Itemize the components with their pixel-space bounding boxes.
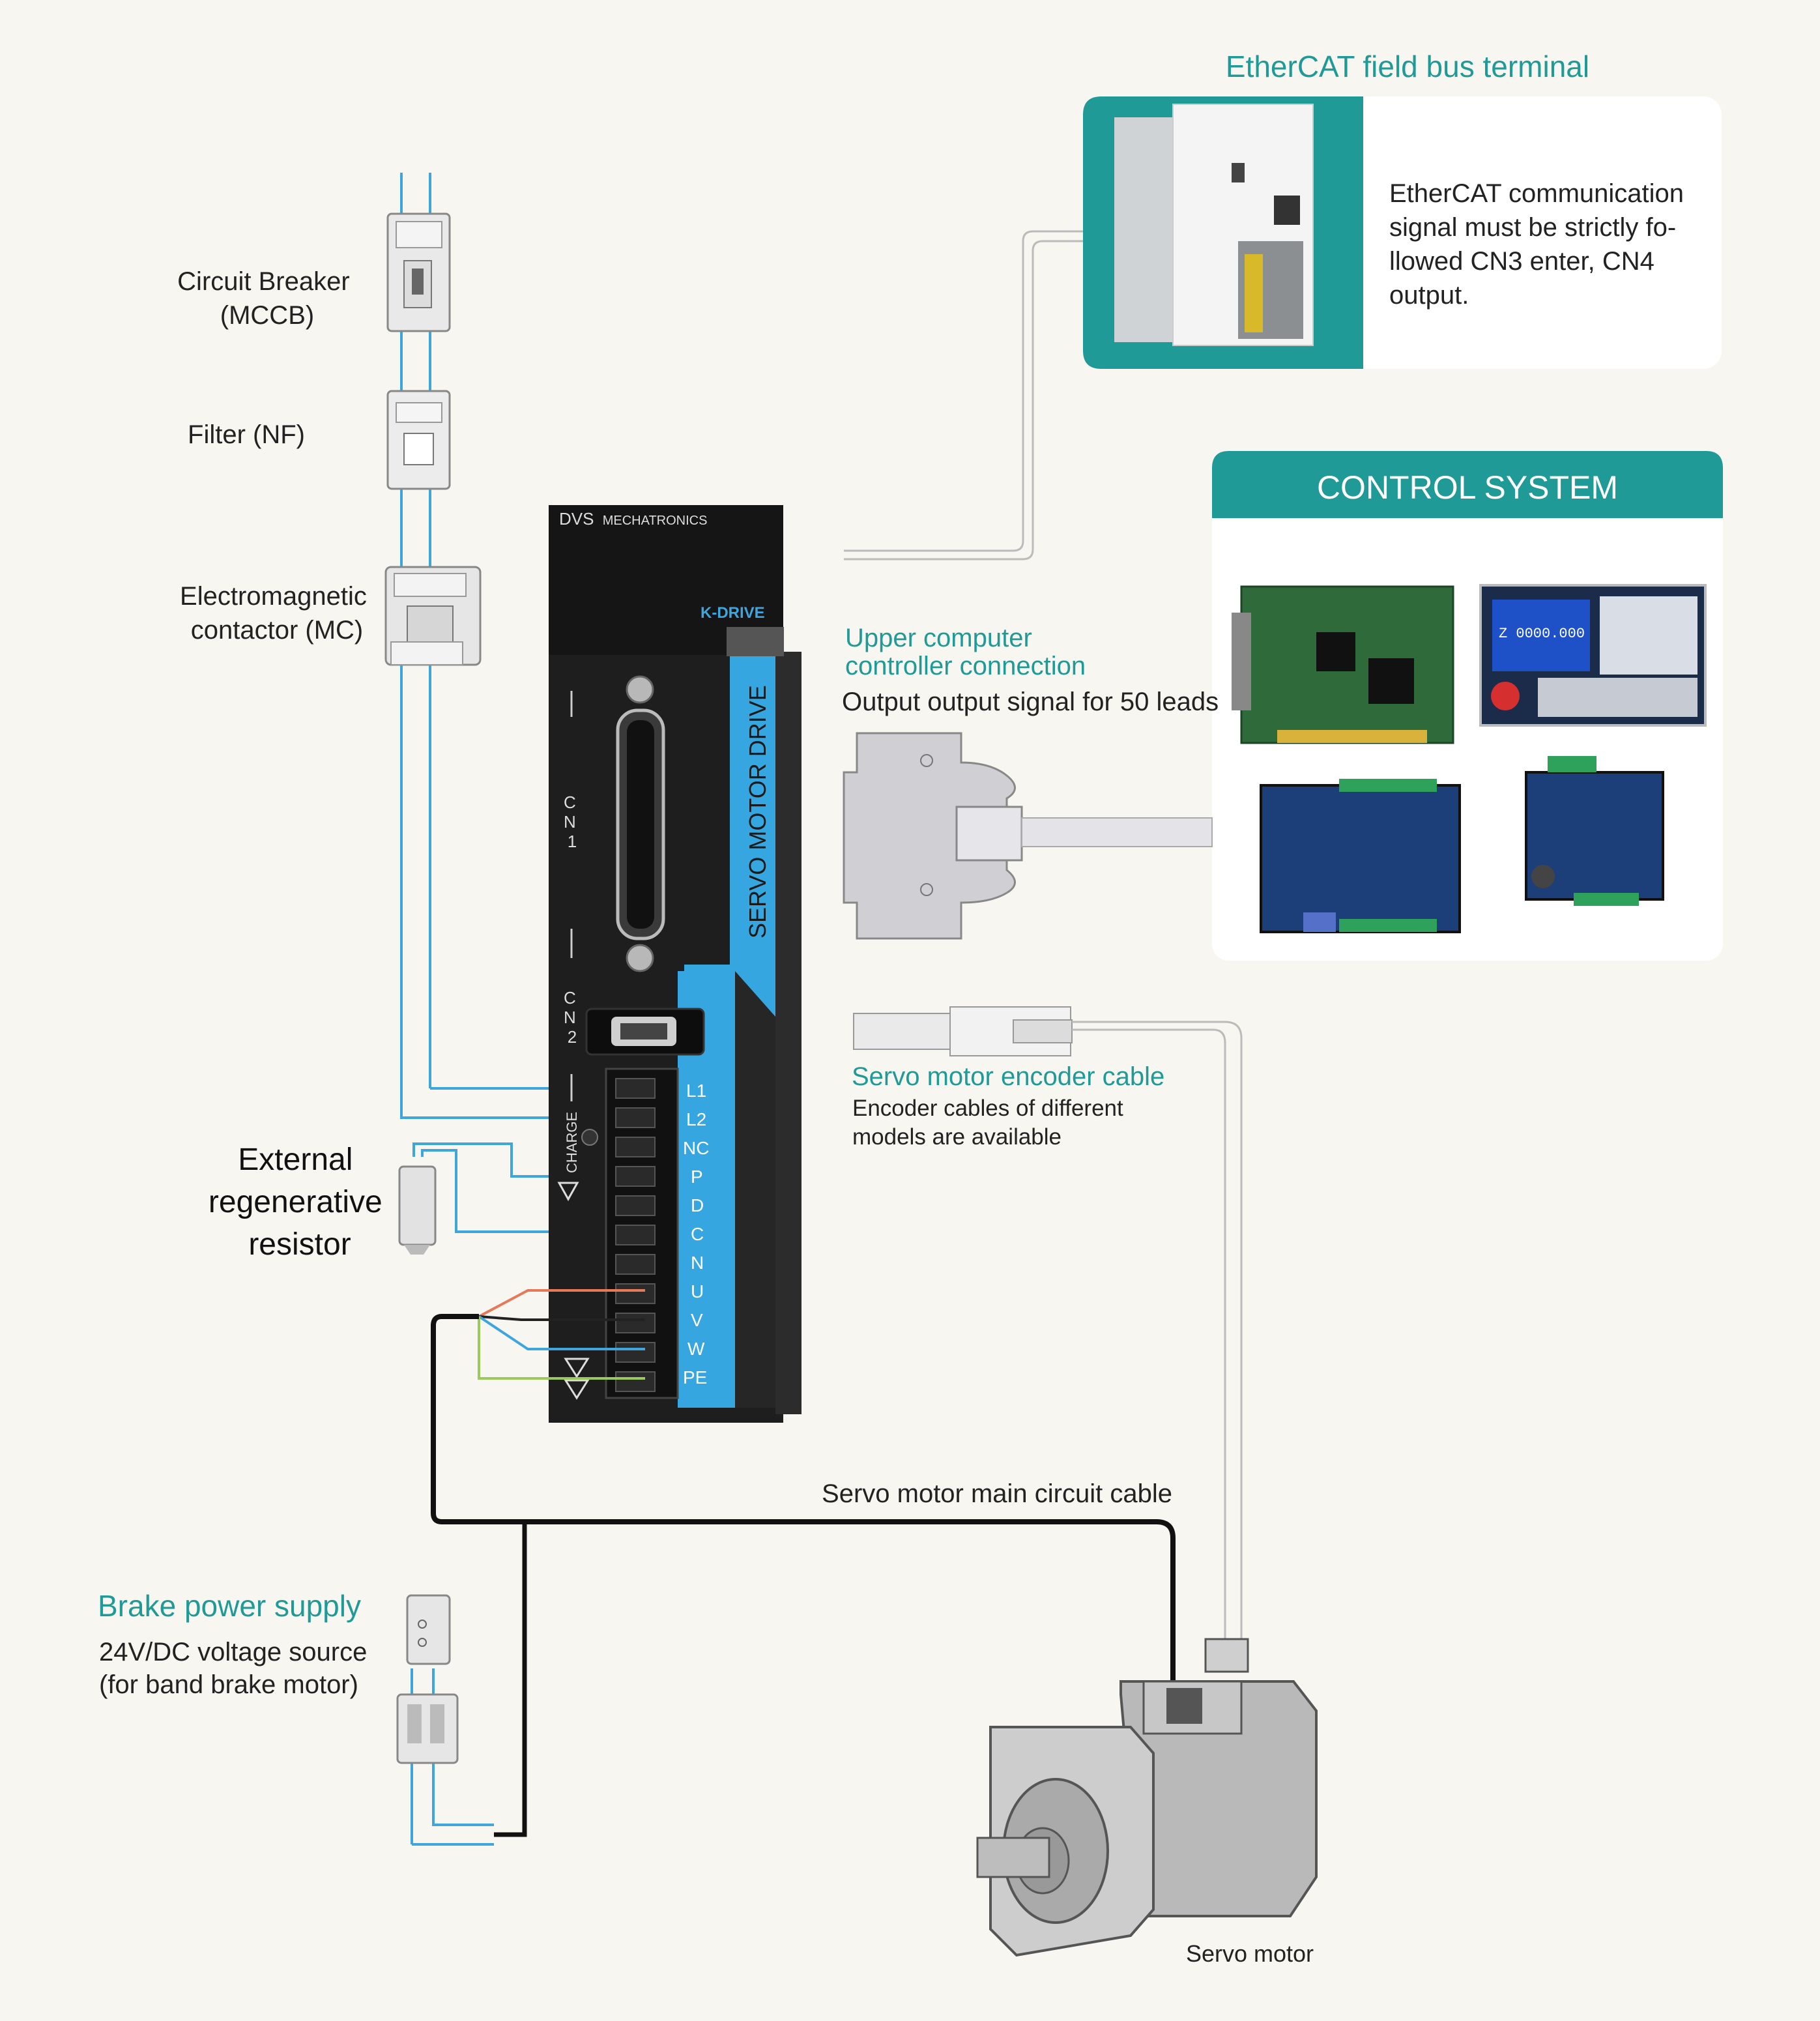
terminal-n: N: [691, 1253, 704, 1273]
plc-board-icon: [1525, 756, 1664, 906]
terminal-p: P: [691, 1167, 703, 1187]
brake-supply-icon: [406, 1594, 451, 1665]
encoder-desc-line2: models are available: [852, 1124, 1062, 1150]
servo-motor-icon: [976, 1638, 1318, 1957]
terminal-w: W: [687, 1339, 705, 1359]
servo-drive: DVS MECHATRONICS K-DRIVE SERVO MOTOR DRI…: [549, 505, 802, 1423]
breaker-label-line2: (MCCB): [220, 301, 314, 330]
ethercat-title: EtherCAT field bus terminal: [1226, 50, 1589, 83]
encoder-cable: [1072, 1021, 1243, 1649]
brake-switch-icon: [396, 1693, 459, 1764]
svg-text:24V/DC voltage source (for: 24V/DC voltage source (for band brake mo…: [99, 1638, 374, 1699]
cn2-label-2: 2: [568, 1027, 577, 1047]
breaker-label-line1: Circuit Breaker: [177, 267, 350, 296]
svg-text:C N 1: C N 1: [564, 792, 581, 851]
ethercat-cable: [844, 230, 1083, 560]
ethercat-terminal-icon: [1114, 104, 1314, 346]
resistor-label-line2: regenerative: [209, 1185, 383, 1219]
charge-label: CHARGE: [564, 1112, 580, 1173]
resistor-label-line1: External: [238, 1142, 353, 1177]
cnc-controller-icon: Z 0000.000: [1479, 584, 1707, 727]
svg-text:DVS MECHATRONICS: DVS MECHATRONICS: [559, 509, 707, 529]
svg-text:Upper computer controller: Upper computer controller connection: [845, 624, 1086, 680]
drive-side-label: SERVO MOTOR DRIVE: [744, 685, 771, 938]
svg-text:Electromagnetic contactor: Electromagnetic contactor (MC): [180, 582, 374, 645]
cn2-connector-icon: [585, 1008, 705, 1056]
drive-model: K-DRIVE: [701, 604, 765, 622]
filter-icon: [386, 390, 451, 490]
brake-cable: [494, 1522, 527, 1837]
cn2-label-n: N: [564, 1008, 576, 1027]
filter-label: Filter (NF): [188, 420, 305, 449]
resistor-label-line3: resistor: [248, 1227, 351, 1262]
terminal-c: C: [691, 1224, 704, 1244]
cn1-label-c: C: [564, 792, 576, 812]
motion-controller-board-icon: [1260, 779, 1461, 933]
upper-computer-title-line2: controller connection: [845, 652, 1086, 680]
cn1-plug-icon: [843, 732, 1213, 940]
main-cable-label: Servo motor main circuit cable: [822, 1479, 1172, 1508]
main-circuit-cable: [431, 1314, 1176, 1698]
motor-label: Servo motor: [1186, 1940, 1314, 1967]
terminal-nc: NC: [683, 1138, 709, 1158]
contactor-label-line1: Electromagnetic: [180, 582, 367, 611]
cn2-label-c: C: [564, 988, 576, 1008]
encoder-connector-icon: [853, 1006, 1073, 1056]
brake-desc-line1: 24V/DC voltage source: [99, 1638, 367, 1666]
terminal-pe: PE: [683, 1367, 707, 1388]
svg-text:External regenerative: External regenerative resistor: [209, 1142, 391, 1262]
svg-text:Encoder cables of different: Encoder cables of different models are a…: [852, 1096, 1129, 1150]
ethercat-desc-line3: llowed CN3 enter, CN4: [1389, 247, 1654, 276]
upper-computer-title-line1: Upper computer: [845, 624, 1032, 652]
cnc-readout: Z 0000.000: [1499, 626, 1585, 642]
svg-text:Circuit Breaker (MCCB): Circuit Breaker (MCCB): [177, 267, 357, 330]
terminal-u: U: [691, 1281, 704, 1301]
svg-text:C N 2: C N 2: [564, 988, 581, 1047]
control-system-title: CONTROL SYSTEM: [1317, 469, 1618, 506]
cn1-label-n: N: [564, 812, 576, 832]
ethercat-desc-line2: signal must be strictly fo-: [1389, 213, 1676, 242]
warning-icon: [557, 1182, 579, 1202]
terminal-d: D: [691, 1195, 704, 1215]
drive-brand-sub: MECHATRONICS: [603, 514, 708, 528]
contactor-label-line2: contactor (MC): [191, 616, 364, 645]
brake-desc-line2: (for band brake motor): [99, 1670, 358, 1699]
svg-text:EtherCAT communication sig: EtherCAT communication signal must be st…: [1389, 179, 1691, 310]
cn1-connector-icon: [616, 675, 665, 972]
drive-brand: DVS: [559, 509, 594, 529]
contactor-icon: [384, 566, 482, 666]
brake-title: Brake power supply: [98, 1589, 361, 1623]
upper-computer-desc: Output output signal for 50 leads: [842, 688, 1219, 716]
ground-warning-icon: [564, 1379, 590, 1400]
terminal-v: V: [691, 1310, 703, 1330]
terminal-l1: L1: [686, 1081, 706, 1101]
shock-warning-icon: [564, 1358, 590, 1378]
cn1-label-1: 1: [568, 832, 577, 851]
circuit-breaker-icon: [386, 212, 451, 332]
encoder-title: Servo motor encoder cable: [852, 1062, 1164, 1091]
ethercat-desc-line4: output.: [1389, 281, 1469, 310]
encoder-desc-line1: Encoder cables of different: [852, 1096, 1123, 1121]
motor-phase-wires: [478, 1289, 645, 1380]
ethercat-desc-line1: EtherCAT communication: [1389, 179, 1684, 208]
motion-control-card-icon: [1232, 585, 1454, 744]
regenerative-resistor-icon: [398, 1165, 437, 1255]
terminal-l2: L2: [686, 1109, 706, 1129]
